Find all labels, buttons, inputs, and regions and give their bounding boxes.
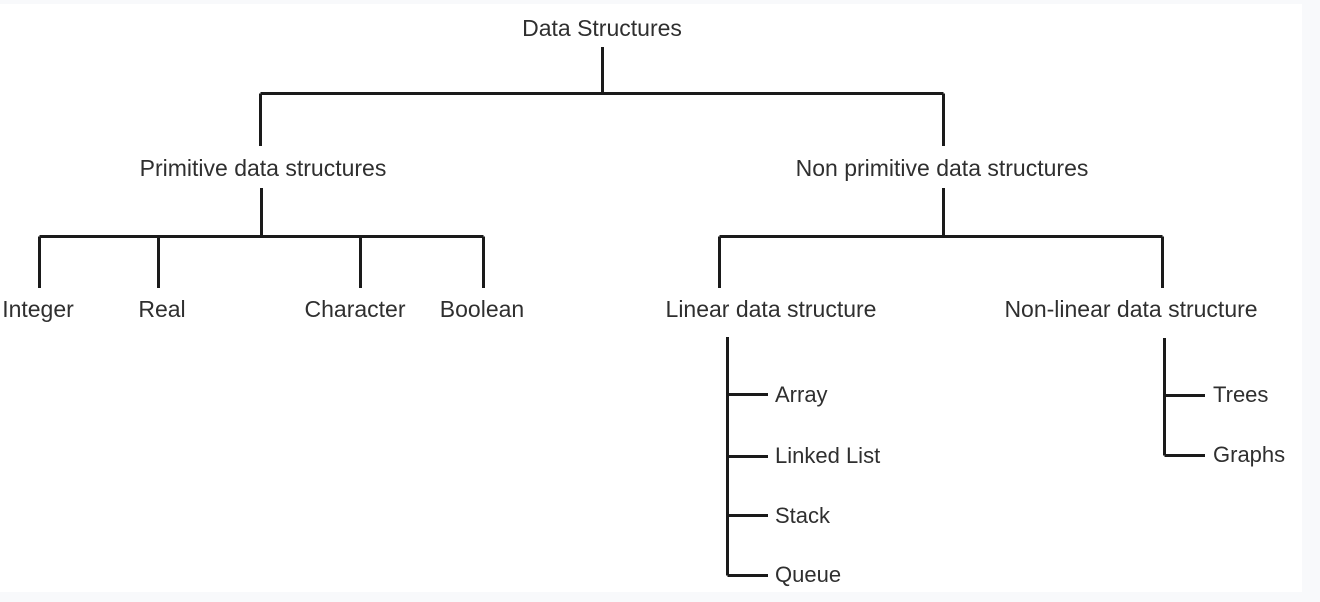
node-trees: Trees (1213, 382, 1269, 407)
node-queue: Queue (775, 562, 842, 587)
node-integer: Integer (2, 296, 74, 322)
node-character: Character (304, 296, 406, 322)
node-data-structures: Data Structures (522, 15, 682, 41)
node-boolean: Boolean (439, 296, 525, 322)
node-primitive-data-structures: Primitive data structures (139, 155, 387, 181)
node-non-primitive-data-structures: Non primitive data structures (795, 155, 1089, 181)
node-stack: Stack (775, 503, 831, 528)
node-graphs: Graphs (1213, 442, 1286, 467)
node-array: Array (775, 382, 828, 407)
node-real: Real (138, 296, 186, 322)
node-non-linear-data-structure: Non-linear data structure (1004, 296, 1258, 322)
node-linked-list: Linked List (775, 443, 881, 468)
node-linear-data-structure: Linear data structure (665, 296, 877, 322)
